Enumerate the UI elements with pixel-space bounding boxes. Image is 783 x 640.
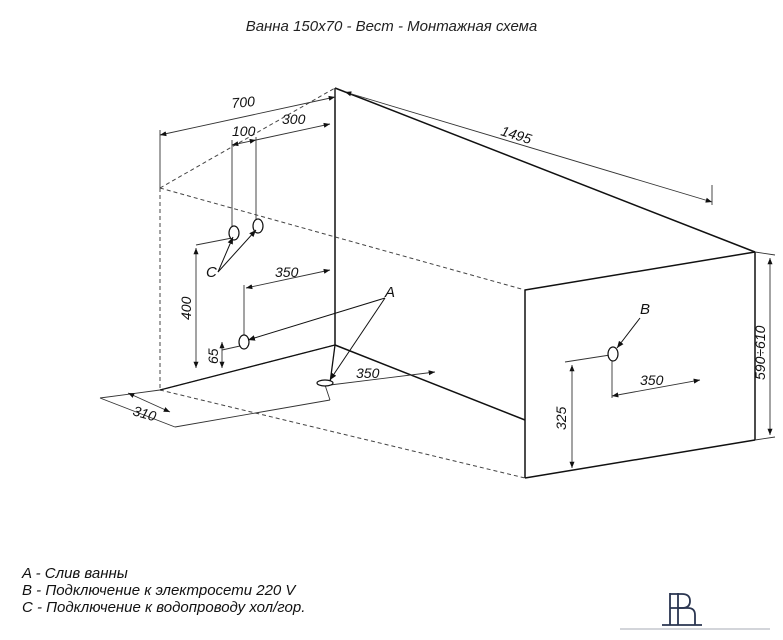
bathtub-box-solid-edges (334, 87, 756, 479)
dim-700: 700 (231, 93, 256, 111)
connection-points (228, 218, 619, 387)
dimension-lines (99, 88, 776, 468)
water-inlet-cold (228, 225, 240, 241)
dim-100: 100 (232, 123, 256, 139)
label-a: A (384, 284, 395, 301)
brand-logo-icon (620, 593, 770, 630)
label-b: B (640, 301, 650, 318)
water-inlet-hot (252, 218, 264, 234)
label-c: C (206, 264, 217, 281)
legend-item-a: A - Слив ванны (22, 565, 128, 582)
dim-325: 325 (553, 406, 569, 430)
dim-300: 300 (282, 111, 306, 127)
dim-65: 65 (205, 348, 221, 364)
dim-350-right: 350 (640, 372, 664, 388)
bathtub-box-hidden-edges (159, 87, 526, 479)
drain-floor (316, 379, 334, 387)
floor-lines (159, 344, 336, 391)
dim-400: 400 (178, 296, 194, 320)
drain-outlet (238, 334, 250, 350)
leader-lines (217, 229, 641, 381)
dim-590-610: 590÷610 (752, 325, 768, 380)
legend: A - Слив ванны B - Подключение к электро… (22, 565, 305, 616)
electric-point (607, 346, 619, 362)
dimension-labels: 700 100 300 1495 350 400 65 310 350 325 … (131, 93, 768, 430)
point-labels: A B C (206, 264, 650, 318)
dim-350-drain: 350 (356, 365, 380, 381)
diagram-title: Ванна 150x70 - Вест - Монтажная схема (245, 18, 538, 35)
dim-350-upper: 350 (275, 264, 299, 280)
legend-item-b: B - Подключение к электросети 220 V (22, 582, 296, 599)
legend-item-c: C - Подключение к водопроводу хол/гор. (22, 599, 306, 616)
dim-310: 310 (131, 403, 158, 425)
